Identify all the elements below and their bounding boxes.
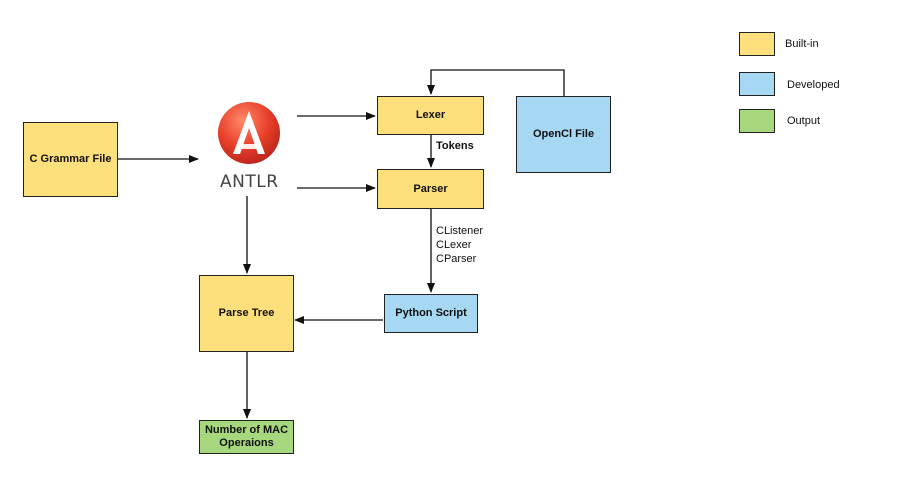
legend-label-developed: Developed xyxy=(787,79,840,91)
node-parse-tree-label: Parse Tree xyxy=(218,307,275,319)
node-parser: Parser xyxy=(377,169,484,209)
node-parser-label: Parser xyxy=(413,182,448,195)
legend-swatch-output xyxy=(739,109,775,133)
node-mac-operations: Number of MAC Operaions xyxy=(199,420,294,454)
node-lexer-label: Lexer xyxy=(415,109,446,121)
node-lexer: Lexer xyxy=(377,96,484,135)
node-parse-tree: Parse Tree xyxy=(199,275,294,352)
edge-label-clistener: CListener xyxy=(436,225,484,237)
legend-label-builtin: Built-in xyxy=(785,38,819,50)
node-c-grammar-file: C Grammar File xyxy=(23,122,118,197)
edge-label-clexer: CLexer xyxy=(436,239,472,251)
edge-opencl-to-lexer xyxy=(427,69,565,96)
node-mac-operations-label: Number of MAC Operaions xyxy=(204,424,289,449)
antlr-node: ANTLR xyxy=(214,100,284,195)
node-opencl-file: OpenCl File xyxy=(516,96,611,173)
edge-label-tokens: Tokens xyxy=(436,140,474,152)
node-python-script: Python Script xyxy=(384,294,478,333)
edge-label-cparser: CParser xyxy=(436,253,477,265)
node-c-grammar-file-label: C Grammar File xyxy=(29,153,112,165)
legend-label-output: Output xyxy=(787,115,821,127)
legend-swatch-developed xyxy=(739,72,775,96)
antlr-logo-text: ANTLR xyxy=(220,172,279,192)
node-opencl-file-label: OpenCl File xyxy=(532,128,595,140)
node-python-script-label: Python Script xyxy=(395,307,467,319)
antlr-logo-icon xyxy=(218,102,280,164)
legend-swatch-builtin xyxy=(739,32,775,56)
